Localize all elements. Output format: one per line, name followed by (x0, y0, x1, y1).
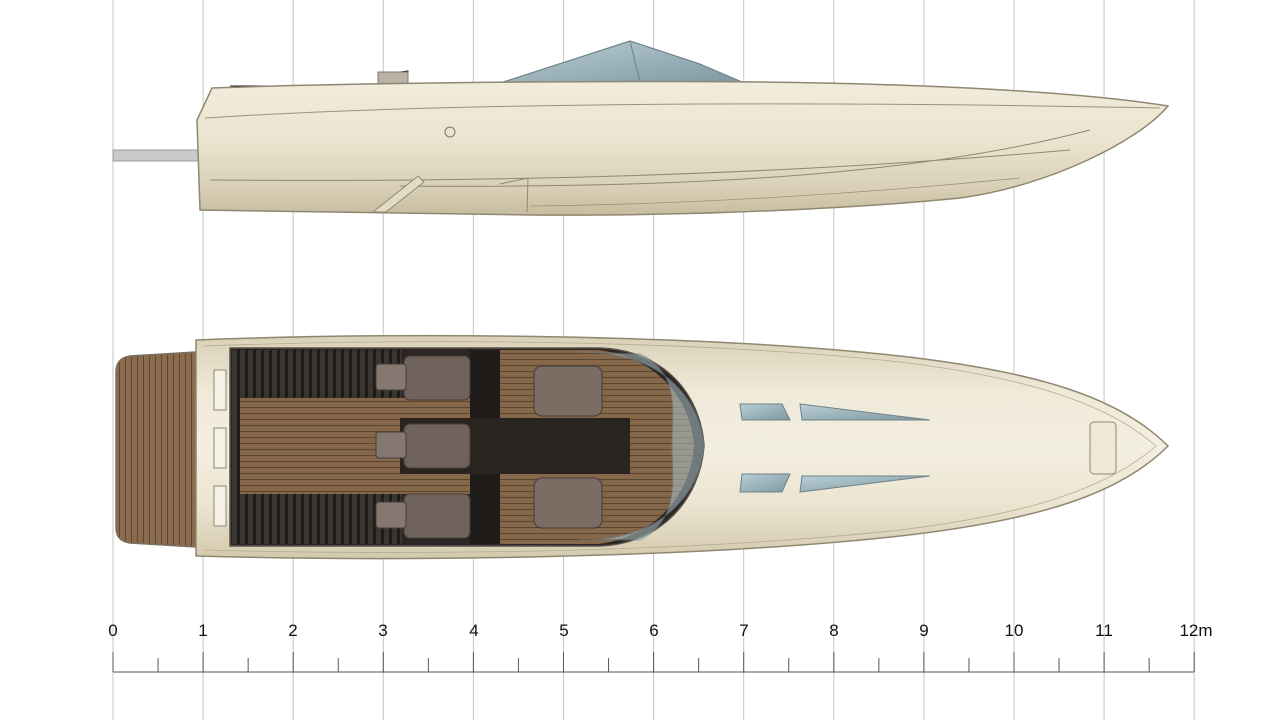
scale-label: 9 (919, 621, 928, 640)
windscreen-side (496, 40, 743, 85)
seats (375, 355, 603, 539)
scale-label: 3 (378, 621, 387, 640)
porthole (444, 126, 456, 138)
scale-label: 7 (739, 621, 748, 640)
scale-label: 8 (829, 621, 838, 640)
scale-label: 2 (288, 621, 297, 640)
hull-side (196, 80, 1170, 216)
deck-hatches (739, 403, 931, 493)
scale-ticks (112, 652, 1195, 672)
side-elevation-view (112, 40, 1170, 216)
plan-view (115, 334, 1170, 560)
scale-bar: 0 1 2 3 4 5 6 7 8 9 10 11 12m (108, 621, 1213, 673)
windscreen-top (579, 351, 705, 541)
scale-label: 6 (649, 621, 658, 640)
scale-label: 10 (1005, 621, 1024, 640)
bow-hatch (1089, 421, 1117, 475)
scale-labels: 0 1 2 3 4 5 6 7 8 9 10 11 12m (108, 621, 1212, 640)
scale-label: 1 (198, 621, 207, 640)
scale-label: 12m (1179, 621, 1212, 640)
scale-label: 5 (559, 621, 568, 640)
scale-label: 0 (108, 621, 117, 640)
swim-platform (115, 351, 197, 548)
scale-label: 11 (1095, 621, 1113, 640)
propeller-shaft (112, 149, 200, 162)
scale-label: 4 (469, 621, 478, 640)
